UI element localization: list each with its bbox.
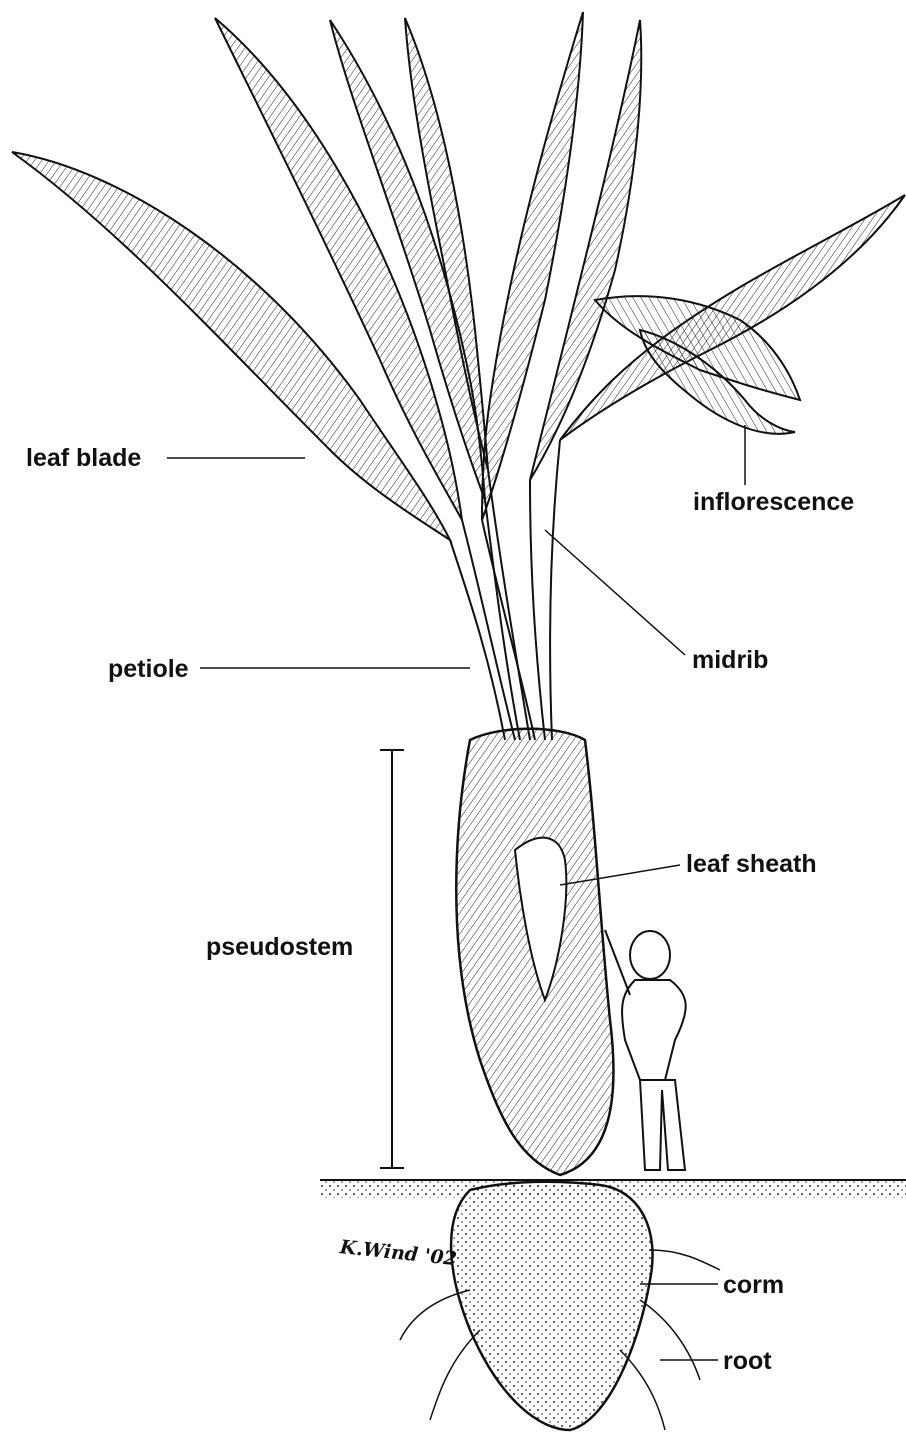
label-pseudostem: pseudostem <box>206 935 353 960</box>
leader-midrib <box>545 530 685 655</box>
label-inflorescence: inflorescence <box>693 490 854 515</box>
label-leaf-blade: leaf blade <box>26 446 141 471</box>
center-right-leaf-blade <box>482 12 583 520</box>
petioles <box>450 440 560 740</box>
person-figure <box>605 930 686 1170</box>
corm-body <box>451 1182 652 1430</box>
label-petiole: petiole <box>108 657 189 682</box>
label-corm: corm <box>723 1273 784 1298</box>
label-root: root <box>723 1349 772 1374</box>
leaf-blades <box>12 12 905 540</box>
label-leaf-sheath: leaf sheath <box>686 852 817 877</box>
pseudostem-bracket <box>380 750 404 1168</box>
label-midrib: midrib <box>692 648 768 673</box>
